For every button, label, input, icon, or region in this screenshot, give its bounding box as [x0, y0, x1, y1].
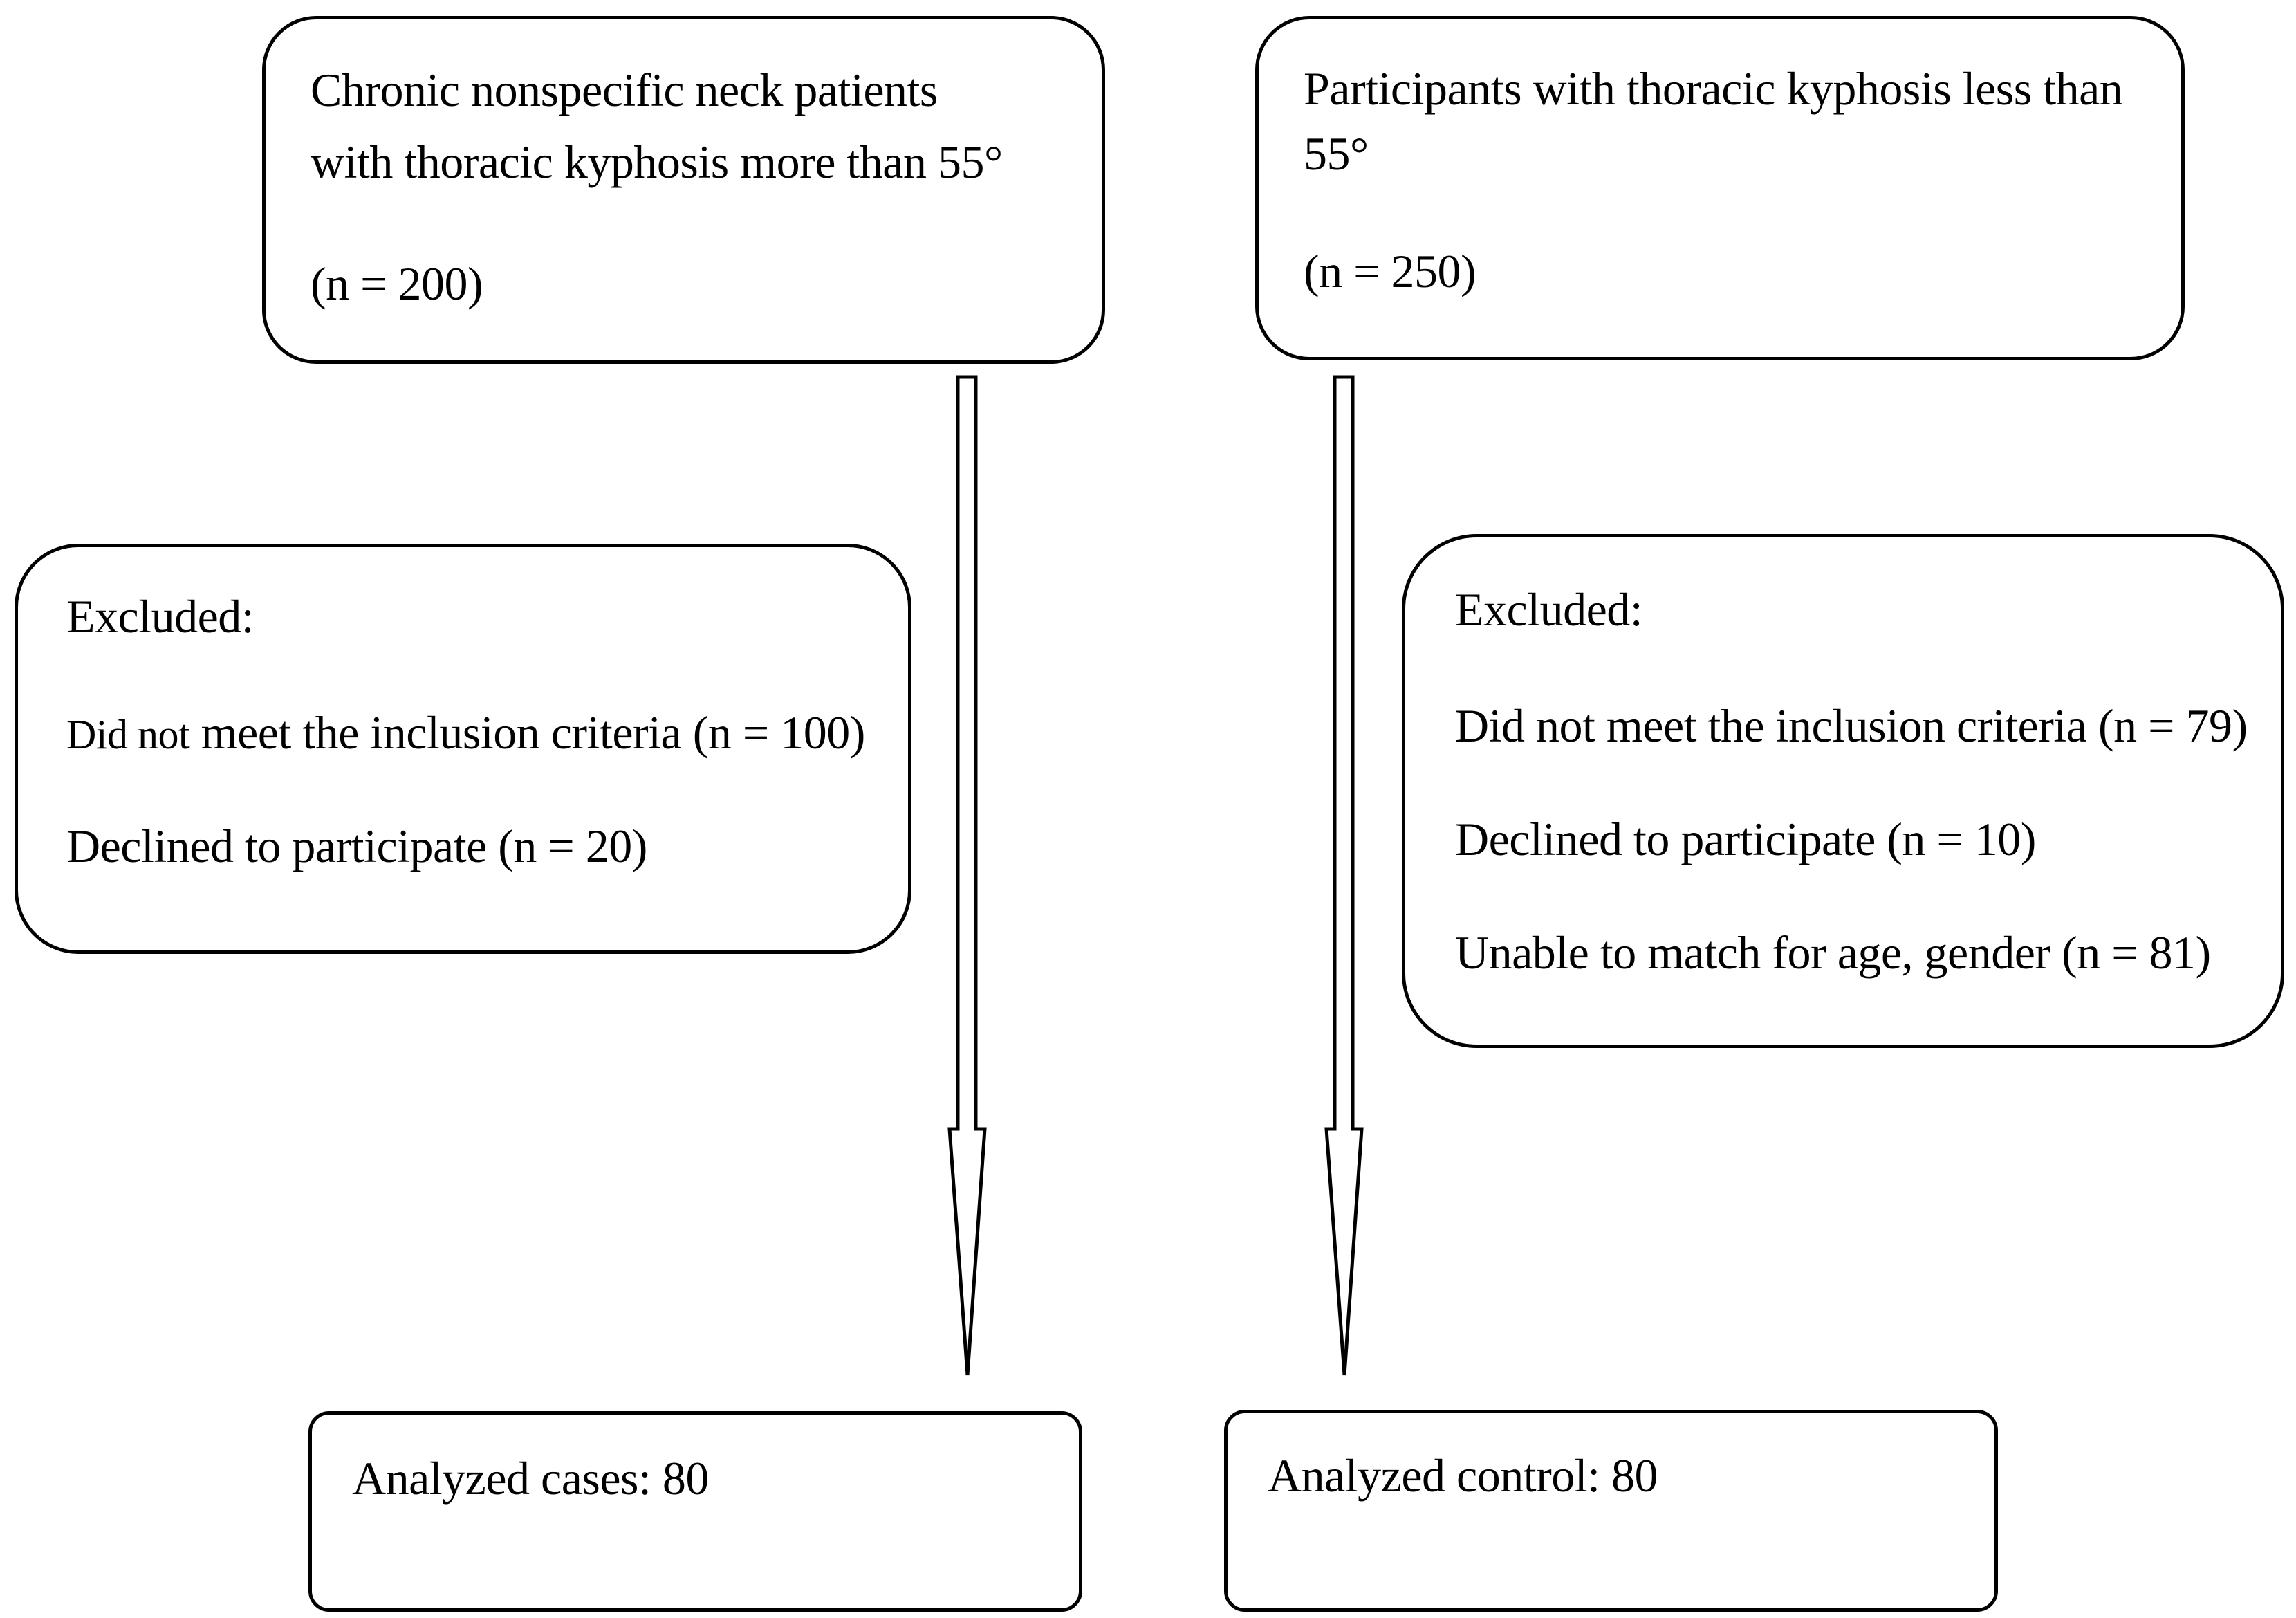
- right-excluded-box: Excluded: Did not meet the inclusion cri…: [1402, 534, 2284, 1048]
- left-start-line2: with thoracic kyphosis more than 55°: [311, 136, 1003, 188]
- right-down-arrow: [1324, 375, 1364, 1376]
- right-excluded-item1: Did not meet the inclusion criteria (n =…: [1455, 699, 2248, 752]
- left-excluded-item1-prefix: Did not: [66, 712, 190, 757]
- left-start-box: Chronic nonspecific neck patients with t…: [262, 16, 1105, 364]
- left-result-text: Analyzed cases: 80: [352, 1452, 709, 1505]
- right-excluded-item2: Declined to participate (n = 10): [1455, 813, 2036, 865]
- right-result-text: Analyzed control: 80: [1268, 1449, 1658, 1502]
- left-down-arrow: [947, 375, 987, 1376]
- left-excluded-heading: Excluded:: [66, 590, 254, 643]
- right-start-line1: Participants with thoracic kyphosis less…: [1304, 62, 2123, 115]
- left-start-line1: Chronic nonspecific neck patients: [311, 64, 938, 116]
- right-start-count: (n = 250): [1304, 245, 1476, 297]
- right-start-line2: 55°: [1304, 127, 1369, 180]
- right-excluded-item3: Unable to match for age, gender (n = 81): [1455, 926, 2211, 979]
- left-excluded-box: Excluded: Did not meet the inclusion cri…: [15, 544, 911, 954]
- right-excluded-heading: Excluded:: [1455, 583, 1643, 636]
- left-excluded-item1: Did not meet the inclusion criteria (n =…: [66, 709, 865, 756]
- left-result-box: Analyzed cases: 80: [308, 1411, 1082, 1612]
- left-excluded-item2: Declined to participate (n = 20): [66, 820, 647, 872]
- left-excluded-item1-rest: meet the inclusion criteria (n = 100): [189, 706, 866, 759]
- right-result-box: Analyzed control: 80: [1224, 1410, 1998, 1612]
- left-start-count: (n = 200): [311, 257, 483, 310]
- right-start-box: Participants with thoracic kyphosis less…: [1255, 16, 2185, 360]
